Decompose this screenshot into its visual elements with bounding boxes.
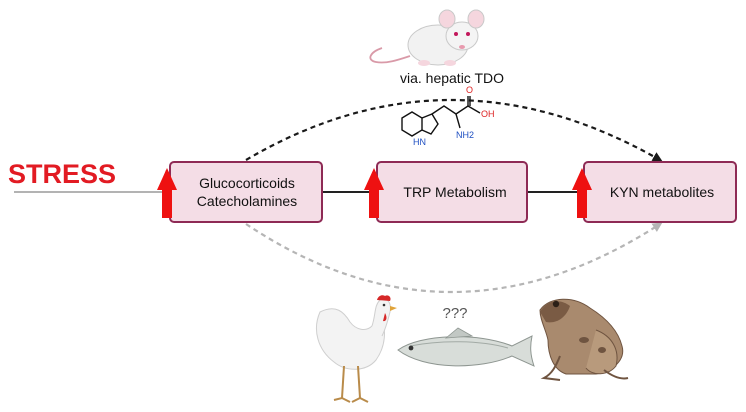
unknown-pathway-arrow [245, 222, 663, 294]
hepatic-tdo-arrow [245, 98, 663, 162]
hormone-box-line-1: Glucocorticoids [199, 175, 295, 191]
chicken-icon [316, 295, 397, 403]
tryptophan-structure-icon [401, 96, 481, 137]
mouse-icon [369, 9, 485, 66]
up-arrow-icon [572, 168, 592, 218]
frog-icon [539, 298, 629, 381]
top-path-label: via. hepatic TDO [400, 70, 504, 86]
hormone-box-line-2: Catecholamines [197, 193, 297, 209]
kyn-metabolites-label: KYN metabolites [610, 184, 714, 200]
up-arrow-icon [157, 168, 177, 218]
molecule-label-hn: HN [413, 137, 426, 147]
molecule-label-nh2: NH2 [456, 130, 474, 140]
bottom-path-label: ??? [442, 305, 467, 322]
up-arrow-icon [364, 168, 384, 218]
fish-icon [397, 327, 535, 367]
trp-metabolism-label: TRP Metabolism [403, 184, 506, 200]
molecule-label-o: O [466, 85, 473, 95]
molecule-label-oh: OH [481, 109, 495, 119]
hormone-box [169, 161, 323, 223]
stress-label: STRESS [8, 159, 116, 189]
